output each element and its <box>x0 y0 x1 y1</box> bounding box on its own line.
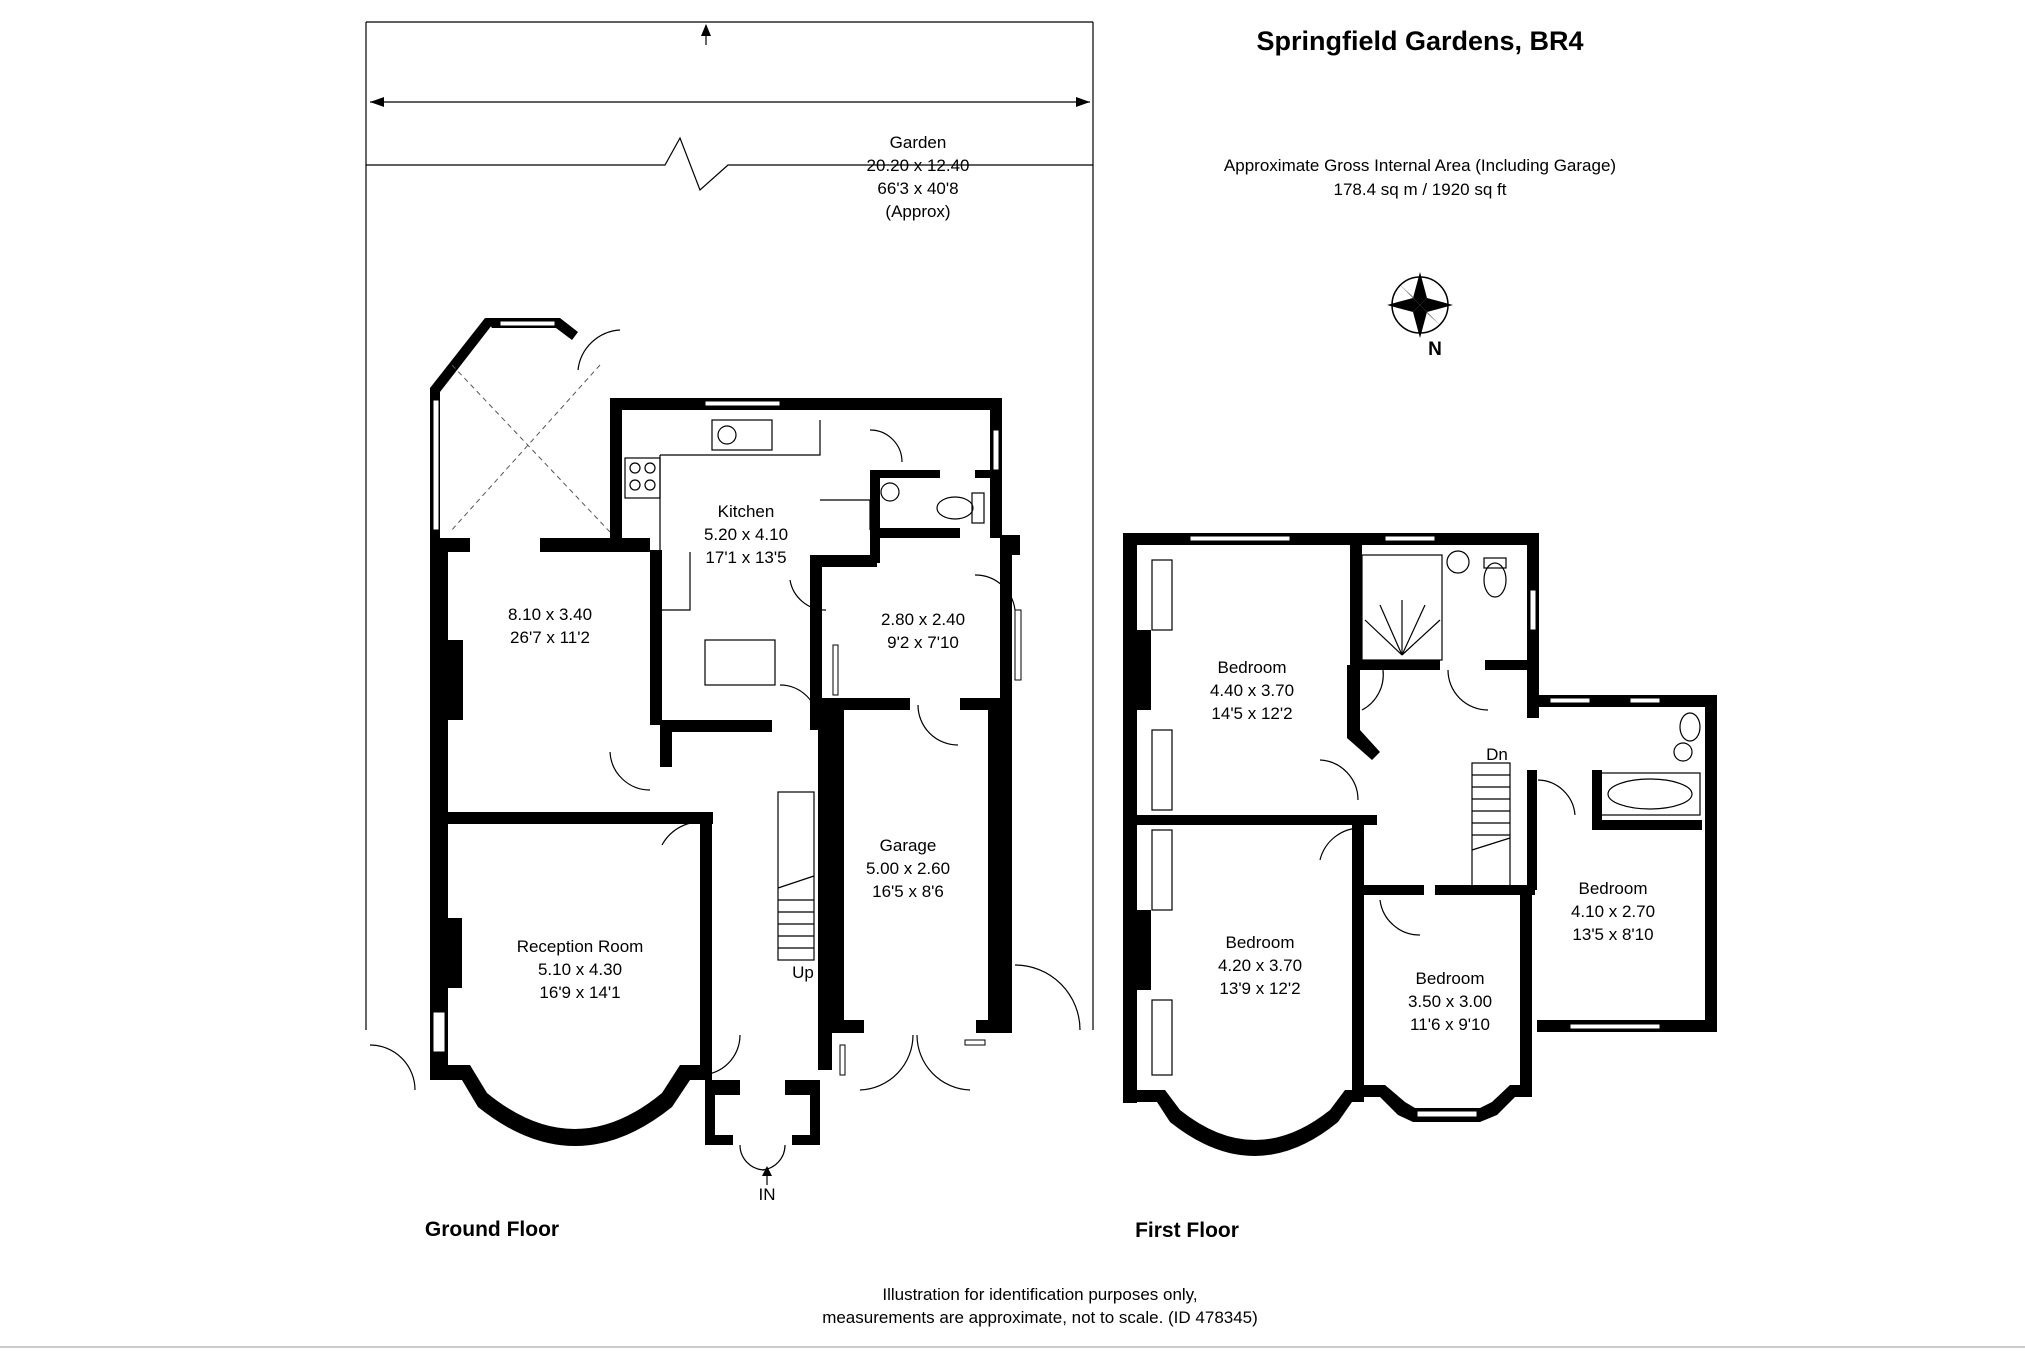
compass-label: N <box>1428 339 1442 360</box>
first-stair-label: Dn <box>1486 745 1508 764</box>
room-name: Bedroom <box>1416 969 1485 988</box>
room-metric: 2.80 x 2.40 <box>881 610 965 629</box>
ground-floor-label: Ground Floor <box>425 1218 559 1241</box>
room-imperial: 17'1 x 13'5 <box>705 548 786 567</box>
room-metric: 4.10 x 2.70 <box>1571 902 1655 921</box>
room-name: Bedroom <box>1218 658 1287 677</box>
disclaimer-line-1: Illustration for identification purposes… <box>882 1285 1197 1304</box>
room-imperial: 13'5 x 8'10 <box>1572 925 1653 944</box>
entrance-label: IN <box>759 1185 776 1204</box>
garden-name: Garden <box>890 133 947 152</box>
room-metric: 8.10 x 3.40 <box>508 605 592 624</box>
room-utility: 2.80 x 2.40 9'2 x 7'10 <box>881 610 965 652</box>
room-metric: 5.10 x 4.30 <box>538 960 622 979</box>
room-imperial: 16'9 x 14'1 <box>539 983 620 1002</box>
first-floor-fixtures <box>1151 535 1701 1118</box>
room-metric: 5.20 x 4.10 <box>704 525 788 544</box>
disclaimer-line-2: measurements are approximate, not to sca… <box>822 1308 1258 1327</box>
room-metric: 5.00 x 2.60 <box>866 859 950 878</box>
room-living: 8.10 x 3.40 26'7 x 11'2 <box>508 605 592 647</box>
first-floor-walls <box>1123 533 1717 1156</box>
room-bedroom-2: Bedroom 4.20 x 3.70 13'9 x 12'2 <box>1218 933 1302 998</box>
area-line-2: 178.4 sq m / 1920 sq ft <box>1334 180 1507 199</box>
room-bedroom-1: Bedroom 4.40 x 3.70 14'5 x 12'2 <box>1210 658 1294 723</box>
room-name: Kitchen <box>718 502 775 521</box>
room-imperial: 9'2 x 7'10 <box>887 633 959 652</box>
entrance-arrow-icon <box>762 1166 772 1185</box>
compass-icon <box>1387 272 1453 338</box>
room-name: Bedroom <box>1579 879 1648 898</box>
ground-floor-fixtures <box>369 320 1081 1171</box>
room-garage: Garage 5.00 x 2.60 16'5 x 8'6 <box>866 836 950 901</box>
room-metric: 4.20 x 3.70 <box>1218 956 1302 975</box>
area-line-1: Approximate Gross Internal Area (Includi… <box>1224 156 1616 175</box>
ground-stair <box>777 791 815 961</box>
room-name: Garage <box>880 836 937 855</box>
garden-outline <box>365 21 1094 1030</box>
first-stair <box>1471 762 1511 889</box>
room-metric: 3.50 x 3.00 <box>1408 992 1492 1011</box>
room-imperial: 26'7 x 11'2 <box>510 628 590 647</box>
room-kitchen: Kitchen 5.20 x 4.10 17'1 x 13'5 <box>704 502 788 567</box>
first-floor-label: First Floor <box>1135 1219 1239 1242</box>
ground-floor-walls <box>430 318 1020 1146</box>
plan-title: Springfield Gardens, BR4 <box>1256 26 1583 56</box>
room-metric: 4.40 x 3.70 <box>1210 681 1294 700</box>
room-bedroom-4: Bedroom 4.10 x 2.70 13'5 x 8'10 <box>1571 879 1655 944</box>
room-name: Reception Room <box>517 937 644 956</box>
room-name: Bedroom <box>1226 933 1295 952</box>
room-reception: Reception Room 5.10 x 4.30 16'9 x 14'1 <box>517 937 644 1002</box>
garden-note: (Approx) <box>885 202 950 221</box>
garden-metric: 20.20 x 12.40 <box>866 156 969 175</box>
room-bedroom-3: Bedroom 3.50 x 3.00 11'6 x 9'10 <box>1408 969 1492 1034</box>
room-imperial: 16'5 x 8'6 <box>872 882 944 901</box>
room-imperial: 13'9 x 12'2 <box>1219 979 1300 998</box>
garden-imperial: 66'3 x 40'8 <box>877 179 958 198</box>
room-imperial: 11'6 x 9'10 <box>1410 1015 1490 1034</box>
ground-stair-label: Up <box>792 963 814 982</box>
room-imperial: 14'5 x 12'2 <box>1211 704 1292 723</box>
